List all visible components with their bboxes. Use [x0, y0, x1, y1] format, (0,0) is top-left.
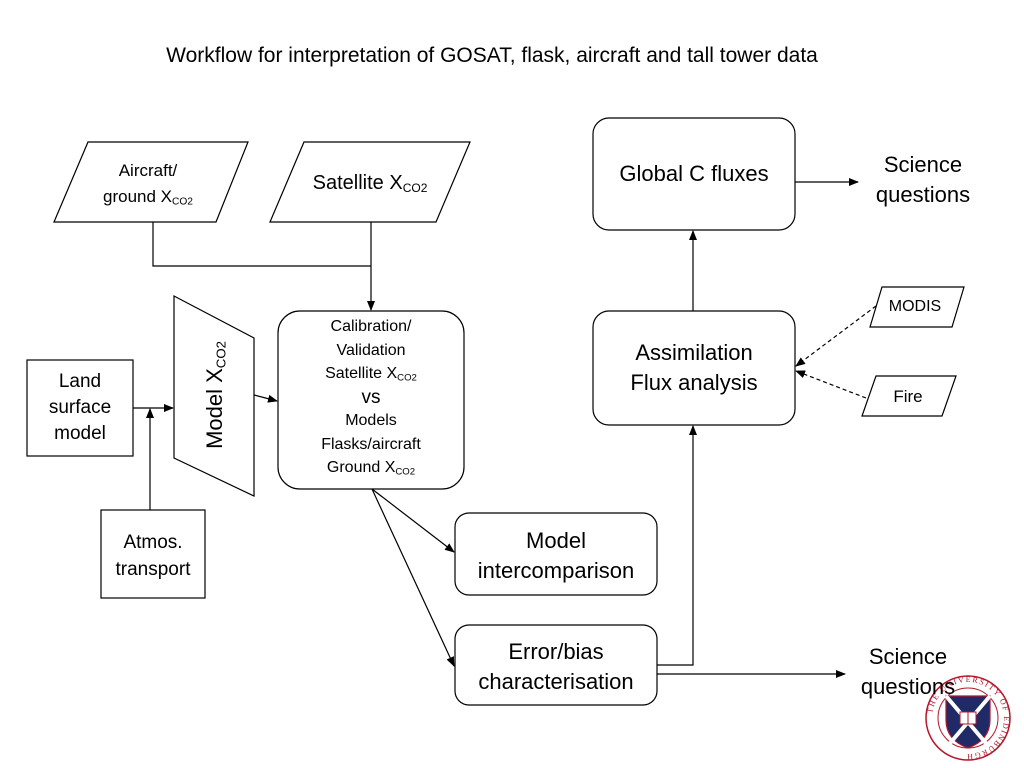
atmos-line2: transport [115, 559, 191, 580]
land-surface-label: Land surface model [27, 369, 133, 447]
sb-line2: questions [860, 674, 956, 699]
arrow-model-to-calibration [253, 394, 278, 403]
st-line1: Science [883, 152, 963, 177]
sb-line1: Science [868, 644, 948, 669]
connector-aircraft-to-calibration [152, 222, 371, 267]
modis-parallelogram [869, 286, 965, 328]
eb-line2: characterisation [478, 669, 634, 694]
model-intercomparison-label: Model intercomparison [455, 526, 657, 586]
dashed-arrow-modis-to-assimilation [795, 305, 877, 367]
modis-label: MODIS [888, 298, 942, 315]
calibration-label: Calibration/ Validation Satellite XCO2 v… [278, 315, 464, 480]
atmos-box [100, 509, 206, 599]
cal-line3: Satellite XCO2 [325, 365, 417, 384]
cal-line4: vs [361, 386, 381, 408]
st-line2: questions [875, 182, 971, 207]
science-bottom-label: Science questions [840, 642, 976, 702]
fire-label: Fire [893, 387, 923, 406]
global-c-label: Global C fluxes [619, 161, 769, 186]
university-crest-icon [925, 675, 1011, 761]
slide-title: Workflow for interpretation of GOSAT, fl… [166, 44, 818, 67]
cal-line5: Models [345, 412, 397, 429]
arrow-calibration-to-intercomparison [371, 488, 455, 553]
as-line1: Assimilation [635, 340, 753, 365]
land-line2: surface [48, 397, 112, 418]
mi-line2: intercomparison [477, 558, 635, 583]
satellite-label: Satellite XCO2 [312, 172, 428, 195]
error-bias-label: Error/bias characterisation [455, 637, 657, 697]
satellite-parallelogram [269, 141, 471, 223]
model-intercomparison-box [454, 512, 658, 596]
aircraft-line1: Aircraft/ [118, 161, 178, 180]
calibration-box [277, 310, 465, 490]
atmos-label: Atmos. transport [101, 529, 205, 583]
model-xco2-label: Model XCO2 [202, 341, 229, 449]
cal-line2: Validation [336, 341, 406, 359]
mi-line1: Model [526, 528, 586, 553]
eb-line1: Error/bias [508, 639, 604, 664]
aircraft-label: Aircraft/ ground XCO2 [78, 158, 218, 210]
atmos-line1: Atmos. [123, 532, 183, 553]
cal-line6: Flasks/aircraft [321, 435, 421, 453]
as-line2: Flux analysis [630, 370, 758, 395]
arrow-calibration-to-errorbias [371, 488, 455, 667]
land-surface-box [26, 359, 134, 457]
land-line1: Land [58, 371, 102, 392]
land-line3: model [54, 423, 106, 444]
science-top-label: Science questions [855, 150, 991, 210]
fire-parallelogram [861, 375, 957, 417]
aircraft-parallelogram [53, 141, 249, 223]
assimilation-label: Assimilation Flux analysis [593, 338, 795, 398]
dashed-arrow-fire-to-assimilation [795, 370, 867, 399]
aircraft-line2: ground XCO2 [103, 187, 193, 208]
arrow-errorbias-to-assimilation [657, 425, 697, 666]
cal-line1: Calibration/ [330, 318, 412, 335]
model-xco2-trapezoid [173, 295, 255, 497]
cal-line7: Ground XCO2 [326, 459, 416, 478]
